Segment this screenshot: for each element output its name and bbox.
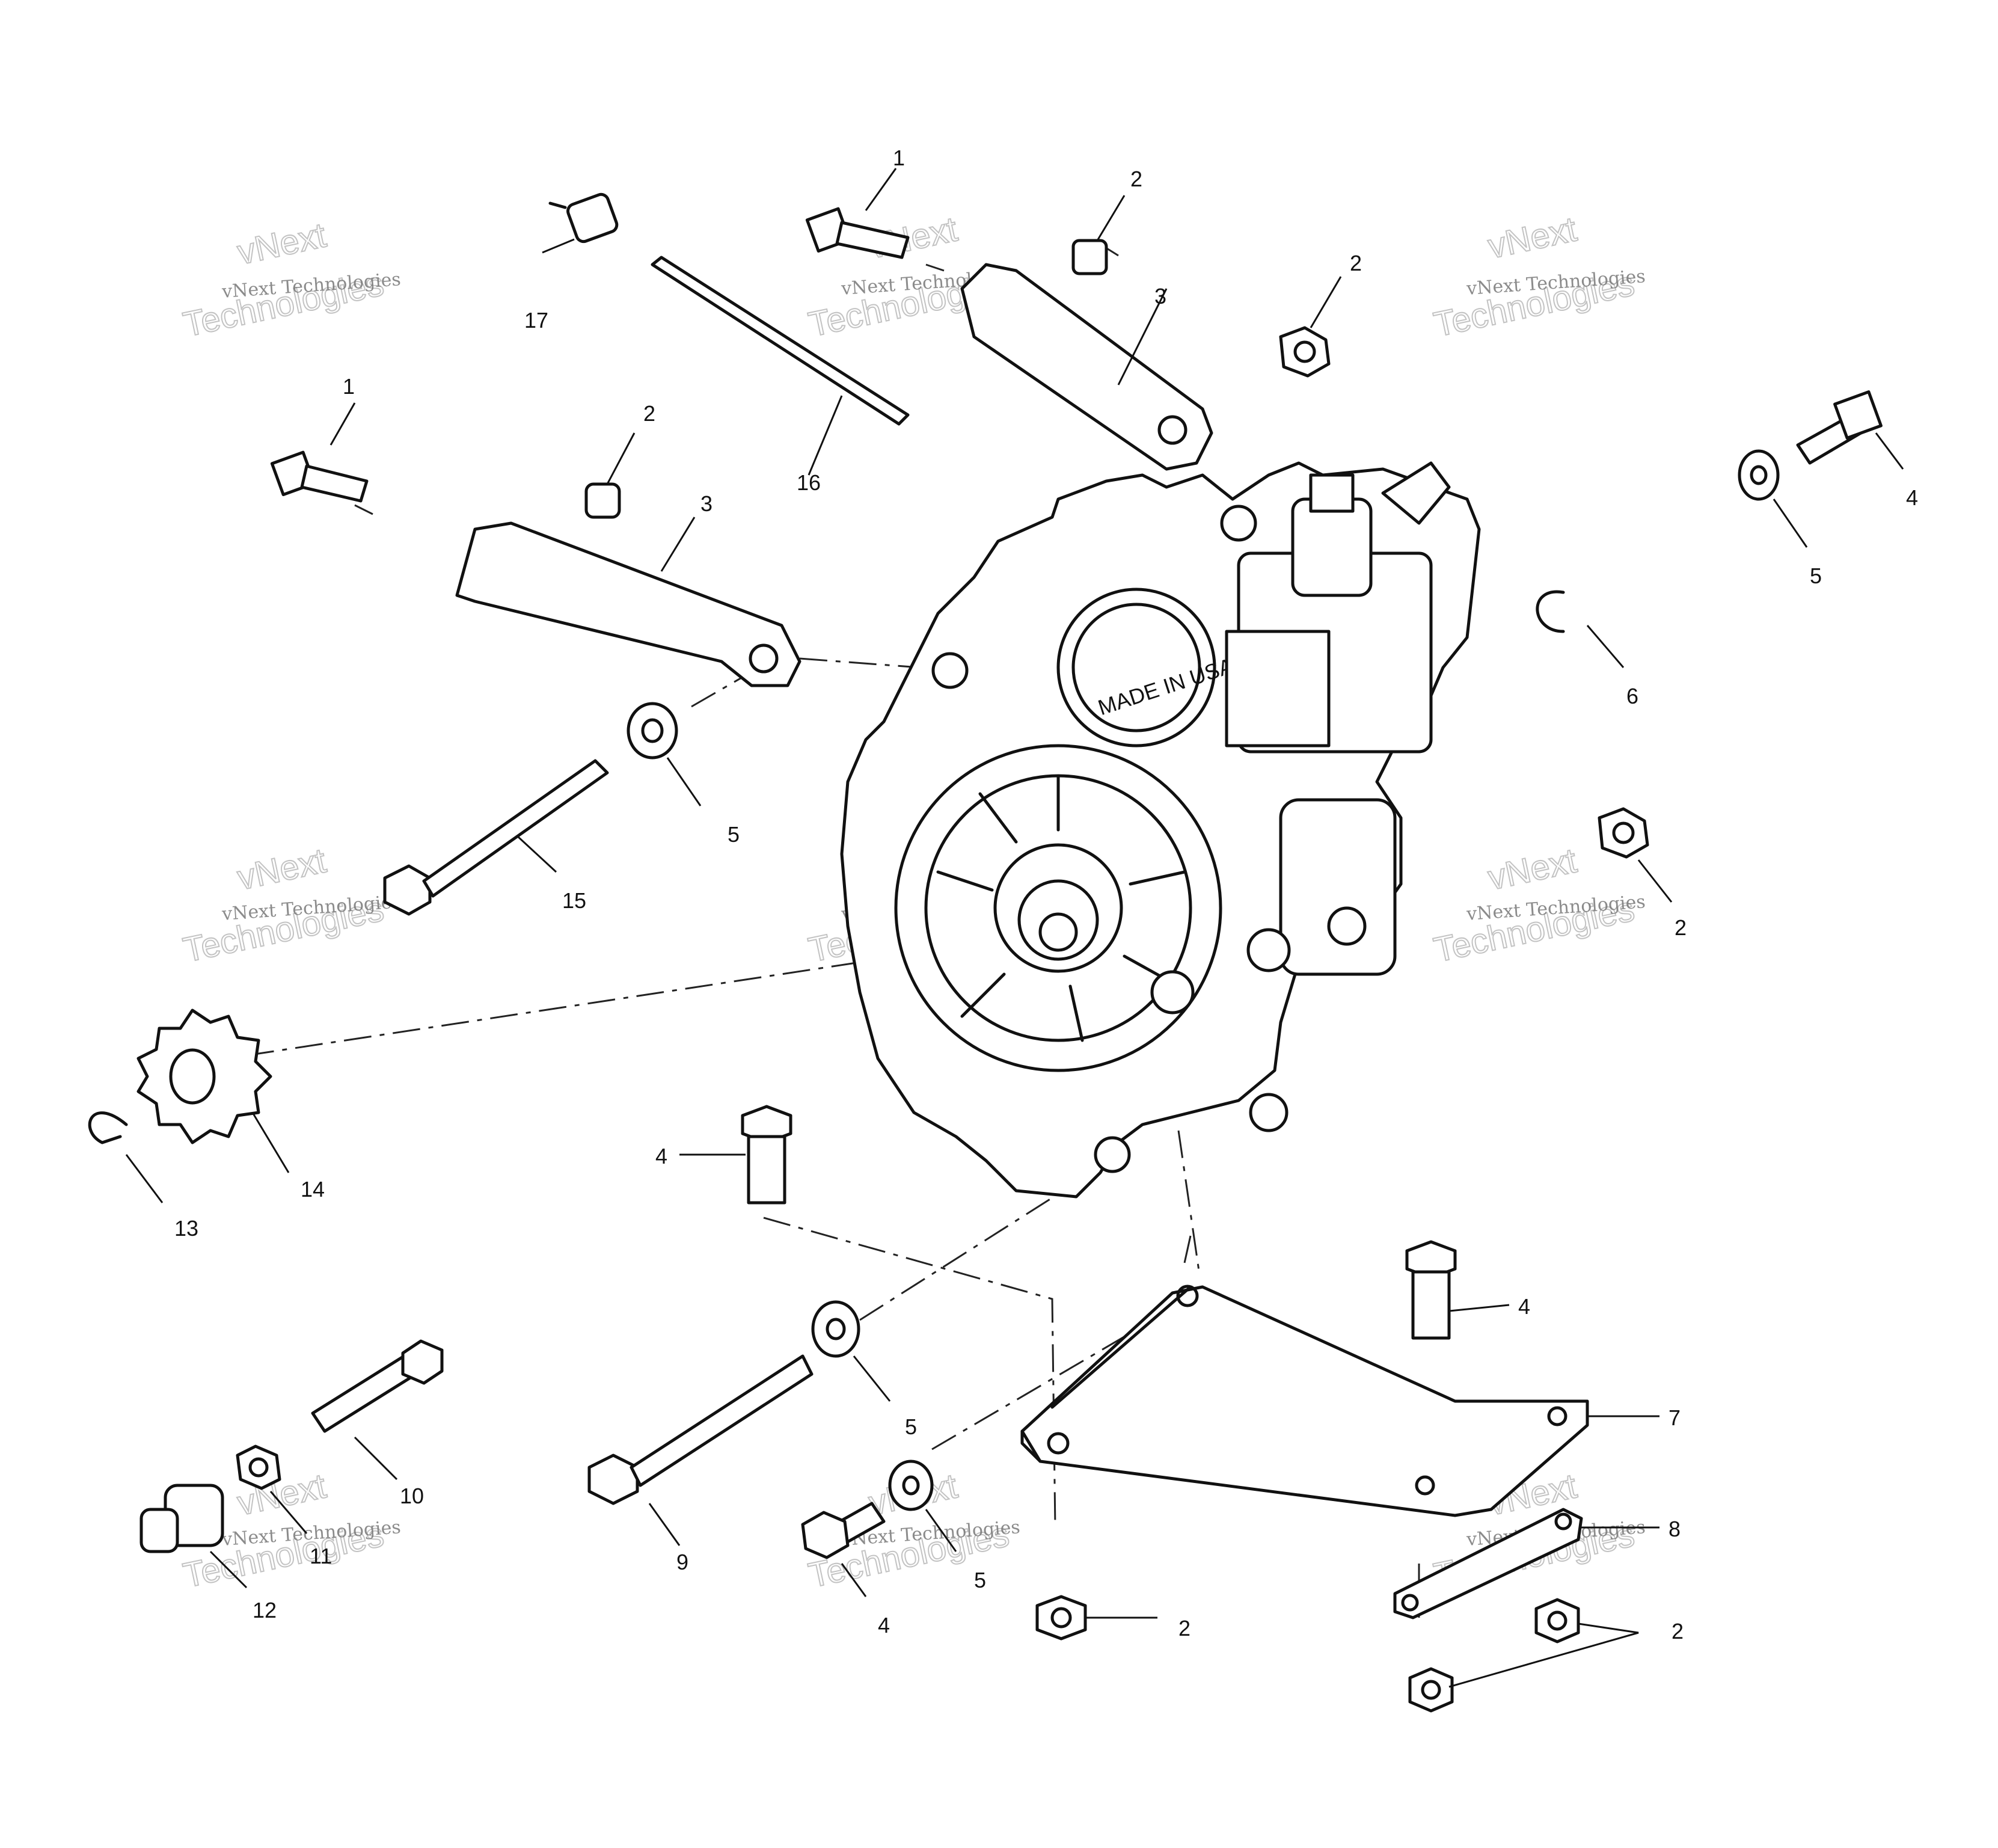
callout-16: 16 bbox=[797, 470, 821, 495]
callout-2-right: 2 bbox=[1675, 915, 1687, 940]
callout-2-left: 2 bbox=[643, 401, 655, 426]
shift-nut bbox=[1309, 473, 1355, 513]
callout-4-right-bottom: 4 bbox=[1518, 1294, 1530, 1319]
nut-2-bottom-center bbox=[1035, 1595, 1157, 1641]
callout-2-bottom-right: 2 bbox=[1672, 1619, 1684, 1644]
bolt-15 bbox=[383, 759, 609, 916]
washer-5-center bbox=[811, 1300, 891, 1402]
mount-boss-right bbox=[1327, 906, 1367, 946]
callout-13: 13 bbox=[174, 1216, 198, 1241]
bolt-9 bbox=[587, 1354, 814, 1546]
callout-2-bottom-center: 2 bbox=[1178, 1616, 1191, 1641]
callout-14: 14 bbox=[301, 1177, 325, 1202]
callout-3-upper: 3 bbox=[1154, 284, 1166, 309]
washer-5-right bbox=[1738, 449, 1808, 548]
mount-boss-left bbox=[1094, 1136, 1131, 1173]
mount-boss-bottom bbox=[1150, 970, 1195, 1015]
clip-13 bbox=[88, 1111, 164, 1203]
bolt-1-upper bbox=[805, 168, 910, 259]
callout-2-upper-b: 2 bbox=[1350, 251, 1362, 275]
callout-1-left: 1 bbox=[343, 374, 355, 399]
pulley-spokes bbox=[936, 774, 1186, 1042]
callout-3-left: 3 bbox=[700, 491, 712, 516]
bolt-4-right bbox=[1796, 390, 1904, 470]
mount-boss-low bbox=[1249, 1093, 1289, 1132]
callout-5-right: 5 bbox=[1810, 563, 1822, 588]
switch-box bbox=[1225, 630, 1331, 747]
vent-fitting bbox=[1381, 461, 1451, 525]
callout-8: 8 bbox=[1669, 1517, 1681, 1541]
watermark-top-left: vNext Technologies vNext Technologies bbox=[179, 215, 402, 345]
washer-5-left bbox=[627, 702, 702, 806]
callout-6: 6 bbox=[1626, 684, 1638, 708]
bolt-4-left bbox=[679, 1105, 792, 1205]
leader-2-bottom-right bbox=[1448, 1622, 1639, 1688]
callout-5-center: 5 bbox=[905, 1414, 917, 1439]
nut-2-right bbox=[1598, 807, 1673, 903]
side-rib bbox=[1279, 798, 1397, 976]
callout-4-left: 4 bbox=[655, 1144, 667, 1168]
bolt-1-left bbox=[270, 402, 369, 503]
strap-8 bbox=[1393, 1508, 1659, 1619]
shift-tower bbox=[1291, 497, 1373, 597]
callout-1-upper: 1 bbox=[893, 146, 905, 170]
nut-2-bottom-right-a bbox=[1534, 1598, 1580, 1644]
nut-2-upper-a bbox=[1071, 195, 1126, 275]
fitting-12 bbox=[139, 1484, 248, 1589]
nut-2-upper-b bbox=[1279, 276, 1342, 378]
mount-bracket-7 bbox=[1020, 1285, 1659, 1517]
svg-text:vNext: vNext bbox=[1485, 841, 1580, 897]
driven-pulley-outer bbox=[894, 744, 1222, 1072]
callout-7: 7 bbox=[1669, 1405, 1681, 1430]
callout-15: 15 bbox=[562, 888, 586, 913]
svg-text:vNext: vNext bbox=[1485, 209, 1580, 266]
speedo-fitting-17 bbox=[542, 192, 619, 254]
bolt-10 bbox=[311, 1339, 444, 1481]
callout-12: 12 bbox=[253, 1598, 277, 1622]
mount-boss-top-1 bbox=[931, 652, 969, 689]
bolt-4-bottom bbox=[801, 1502, 886, 1597]
bracket-3-left bbox=[455, 517, 801, 687]
clip-6 bbox=[1536, 590, 1625, 668]
rod-16 bbox=[651, 256, 910, 476]
callout-4-right: 4 bbox=[1906, 485, 1918, 510]
callout-labels: 1 2 2 3 17 1 2 3 16 4 5 6 5 15 2 14 13 4… bbox=[174, 146, 1918, 1644]
mount-boss-top-2 bbox=[1220, 505, 1257, 542]
callout-5-left: 5 bbox=[728, 822, 740, 847]
callout-17: 17 bbox=[524, 308, 548, 333]
callout-9: 9 bbox=[676, 1550, 688, 1574]
svg-text:vNext: vNext bbox=[234, 215, 329, 272]
output-shaft bbox=[1038, 912, 1078, 952]
gearcase-assembly: MADE IN USA bbox=[840, 461, 1481, 1199]
sprocket-14 bbox=[136, 1008, 290, 1173]
drain-boss bbox=[1246, 928, 1291, 972]
callout-11: 11 bbox=[310, 1544, 332, 1568]
nut-2-left bbox=[584, 432, 636, 519]
callout-2-upper-a: 2 bbox=[1130, 167, 1142, 191]
callout-5-bottom: 5 bbox=[974, 1568, 986, 1592]
callout-10: 10 bbox=[400, 1484, 424, 1508]
callout-4-bottom: 4 bbox=[878, 1613, 890, 1638]
nut-11 bbox=[236, 1444, 308, 1534]
cover-plate bbox=[1056, 588, 1216, 747]
bracket-3-upper bbox=[960, 263, 1213, 471]
washer-5-bottom bbox=[888, 1460, 957, 1552]
watermark-top-right: vNext Technologies vNext Technologies bbox=[1430, 209, 1646, 345]
svg-text:vNext: vNext bbox=[234, 841, 329, 897]
cover-plate-ring bbox=[1071, 603, 1201, 732]
nut-2-bottom-right-b bbox=[1408, 1667, 1454, 1713]
bolt-4-right-bottom bbox=[1405, 1240, 1510, 1340]
watermark-mid-right: vNext Technologies vNext Technologies bbox=[1430, 840, 1646, 970]
watermark-mid-left: vNext Technologies vNext Technologies bbox=[179, 840, 402, 970]
